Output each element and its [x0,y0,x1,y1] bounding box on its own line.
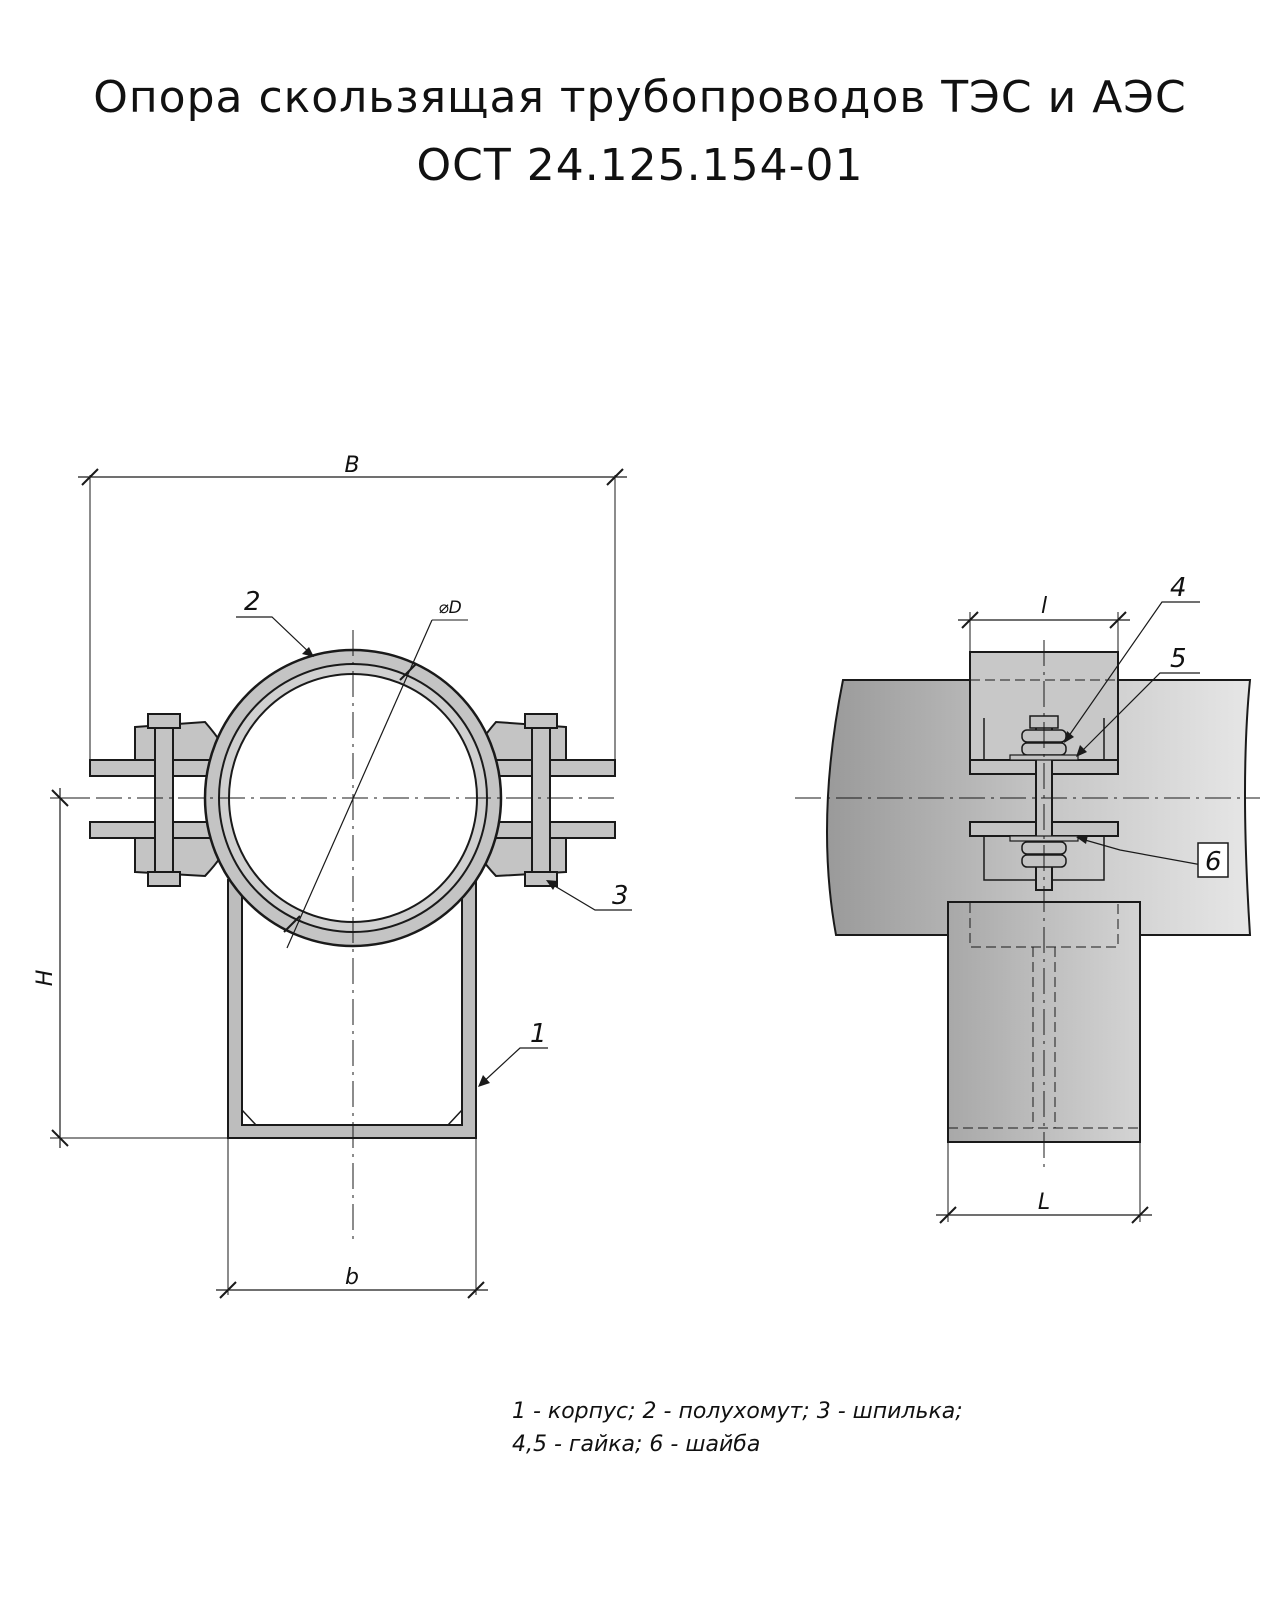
leader-1 [479,1047,548,1086]
callout-6-box [1197,842,1229,878]
dim-l-tick-left [961,611,979,629]
leader-2-arrow [302,647,314,657]
weld-right [447,1109,463,1126]
legend-line-2: 4,5 - гайка; 6 - шайба [512,1432,761,1457]
leader-3-arrow [546,880,558,890]
dim-label-l: l [1041,594,1047,619]
leader-5-arrow [1076,745,1087,757]
callout-6: 6 [1205,847,1222,877]
callout-1: 1 [530,1019,547,1049]
stud-right [531,727,551,881]
side-view [795,601,1260,1224]
leader-3 [547,881,632,911]
leader-6 [1077,837,1203,866]
dim-label-b: b [345,1265,359,1290]
callout-3: 3 [612,881,629,911]
callout-2: 2 [244,587,261,617]
side-body-hidden-top [969,901,1119,948]
drawing-title: Опора скользящая трубопроводов ТЭС и АЭС [93,72,1187,123]
legend-line-1: 1 - корпус; 2 - полухомут; 3 - шпилька; [512,1399,963,1424]
dim-b-tick-right [606,468,624,486]
dim-b-tick-left [81,468,99,486]
leader-2 [236,616,313,656]
dim-L-tick-right [1131,1206,1149,1224]
dim-h-tick-bottom [51,1129,69,1147]
dim-label-H: H [33,970,58,987]
nut-left-top [147,713,181,729]
nut-left-bottom [147,871,181,887]
leader-4-arrow [1064,731,1074,743]
callout-4: 4 [1170,573,1187,603]
callout-5: 5 [1170,644,1187,674]
leader-5 [1077,672,1200,756]
leader-4 [1065,601,1200,741]
dim-d-tick-bottom [283,915,301,933]
dim-label-D: ⌀D [438,598,461,618]
dim-h-tick-top [51,789,69,807]
dim-d-tick-top [399,663,417,681]
dim-l-tick-right [1109,611,1127,629]
dim-L-tick-left [939,1206,957,1224]
leader-6-arrow [1076,835,1088,844]
dim-b-small-tick-right [467,1281,485,1299]
weld-left [241,1109,257,1126]
parts-legend: 1 - корпус; 2 - полухомут; 3 - шпилька; … [512,1395,963,1461]
leader-1-arrow [478,1075,490,1087]
dim-label-L: L [1038,1190,1050,1215]
dim-d-line [286,619,433,949]
drawing-standard: ОСТ 24.125.154-01 [416,140,864,191]
stud-left [154,727,174,881]
dim-b-small-tick-left [219,1281,237,1299]
nut-right-top [524,713,558,729]
front-view [50,468,632,1299]
dim-label-B: B [344,453,359,478]
